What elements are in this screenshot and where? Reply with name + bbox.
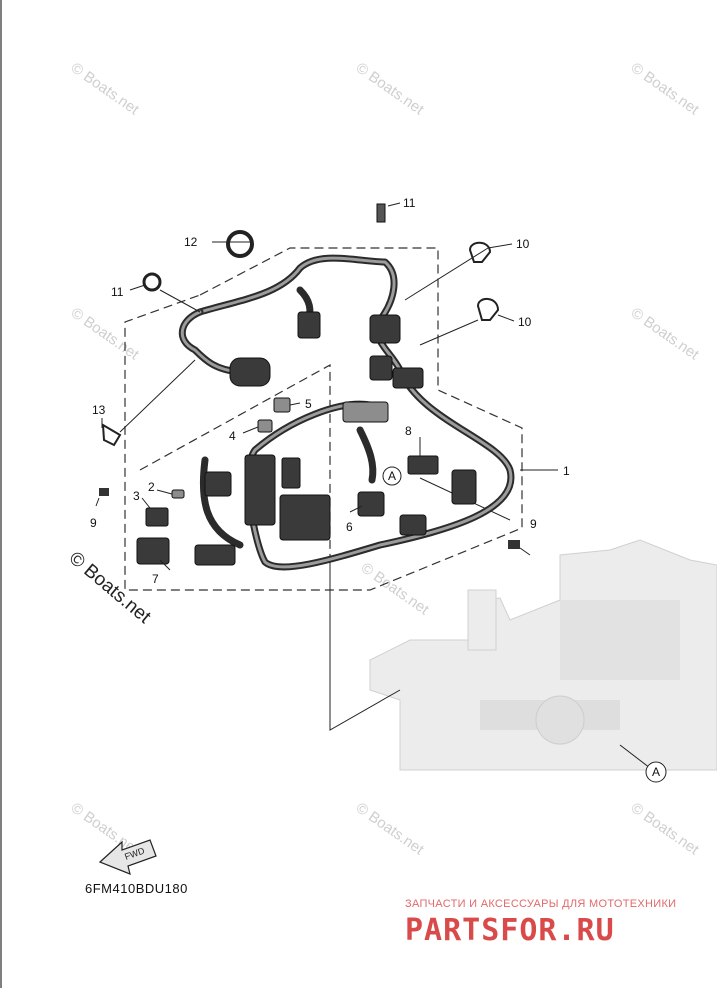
part-2-fuse bbox=[171, 489, 185, 499]
part-connector-lower bbox=[399, 514, 427, 536]
watermark-boats-5: © Boats.net bbox=[628, 304, 703, 363]
part-coil bbox=[229, 357, 271, 387]
harness-dashed-outline bbox=[124, 247, 523, 591]
part-3-holder bbox=[145, 507, 169, 527]
ref-marker-engine: A bbox=[645, 761, 667, 783]
callout-4: 4 bbox=[229, 429, 236, 443]
harness-branch-mid bbox=[356, 426, 377, 484]
watermark-boats-10: © Boats.net bbox=[628, 799, 703, 858]
inner-dashed-outline bbox=[139, 363, 331, 560]
brand-logo: PARTSFOR.RU bbox=[405, 913, 615, 948]
fwd-arrow: FWD bbox=[98, 839, 157, 875]
callout-2: 2 bbox=[148, 480, 155, 494]
watermark-boats-2: © Boats.net bbox=[353, 59, 428, 118]
part-connector-mid bbox=[281, 457, 301, 489]
watermark-boats-6: © Boats.net bbox=[358, 559, 433, 618]
part-11-clamp-left bbox=[142, 272, 162, 292]
part-ecu-module bbox=[279, 494, 331, 541]
svg-text:A: A bbox=[388, 469, 396, 483]
engine-detail-3 bbox=[535, 695, 585, 745]
part-8-connector bbox=[407, 455, 439, 475]
part-connector-right-lower bbox=[451, 469, 477, 505]
callout-9-left: 9 bbox=[90, 516, 97, 530]
callout-10-bottom: 10 bbox=[518, 315, 532, 329]
callout-7: 7 bbox=[152, 572, 159, 586]
ref-marker-harness: A bbox=[382, 466, 402, 486]
harness-branch-left-highlight bbox=[180, 310, 242, 374]
watermark-boats-1: © Boats.net bbox=[68, 59, 143, 118]
callout-5: 5 bbox=[305, 397, 312, 411]
callout-6: 6 bbox=[346, 520, 353, 534]
part-4-fuse bbox=[257, 419, 273, 433]
part-connector-right-2 bbox=[369, 355, 393, 381]
part-7-connector bbox=[136, 537, 170, 565]
part-12-grommet bbox=[226, 230, 254, 258]
watermark-boats-4: © Boats.net bbox=[68, 304, 143, 363]
part-10-clamp-top bbox=[468, 241, 492, 263]
callout-11-top: 11 bbox=[403, 196, 416, 210]
callout-9-right: 9 bbox=[530, 517, 537, 531]
leader-lines bbox=[95, 202, 651, 769]
callout-labels: 11 12 10 11 10 13 5 4 8 1 2 3 9 9 6 7 bbox=[90, 196, 570, 586]
part-connector-6 bbox=[357, 491, 385, 517]
watermark-boats-3: © Boats.net bbox=[628, 59, 703, 118]
engine-crankshaft bbox=[467, 589, 497, 651]
part-connector-center bbox=[342, 401, 389, 423]
part-connector-bottom bbox=[194, 544, 236, 566]
part-connector-right-1 bbox=[369, 314, 401, 344]
part-11-clamp-top bbox=[376, 203, 386, 223]
part-5-fuse bbox=[273, 397, 291, 413]
callout-3: 3 bbox=[133, 489, 140, 503]
part-relay-block bbox=[244, 454, 276, 526]
part-connector-top bbox=[297, 311, 321, 339]
part-10-clamp-bottom bbox=[476, 298, 500, 321]
brand-tagline: ЗАПЧАСТИ И АКСЕССУАРЫ ДЛЯ МОТОТЕХНИКИ bbox=[405, 898, 676, 910]
engine-block bbox=[369, 539, 717, 771]
components bbox=[99, 203, 520, 566]
part-9-bolt-left bbox=[99, 488, 109, 496]
svg-text:A: A bbox=[652, 765, 660, 779]
callout-12: 12 bbox=[184, 235, 198, 249]
callout-13: 13 bbox=[92, 403, 106, 417]
part-connector-left bbox=[204, 471, 232, 497]
leader-to-engine bbox=[329, 560, 401, 731]
part-connector-right-3 bbox=[392, 367, 424, 389]
callout-8: 8 bbox=[405, 424, 412, 438]
diagram-code: 6FM410BDU180 bbox=[85, 881, 188, 896]
fwd-arrow-icon bbox=[98, 839, 157, 875]
part-9-bolt-right bbox=[508, 540, 520, 549]
callout-10-top: 10 bbox=[516, 237, 530, 251]
engine-detail-2 bbox=[560, 600, 680, 680]
callout-11-left: 11 bbox=[111, 285, 124, 299]
harness-branch-low bbox=[199, 456, 244, 549]
part-13-band bbox=[101, 423, 122, 447]
watermark-boats-9: © Boats.net bbox=[353, 799, 428, 858]
callout-1: 1 bbox=[563, 464, 570, 478]
